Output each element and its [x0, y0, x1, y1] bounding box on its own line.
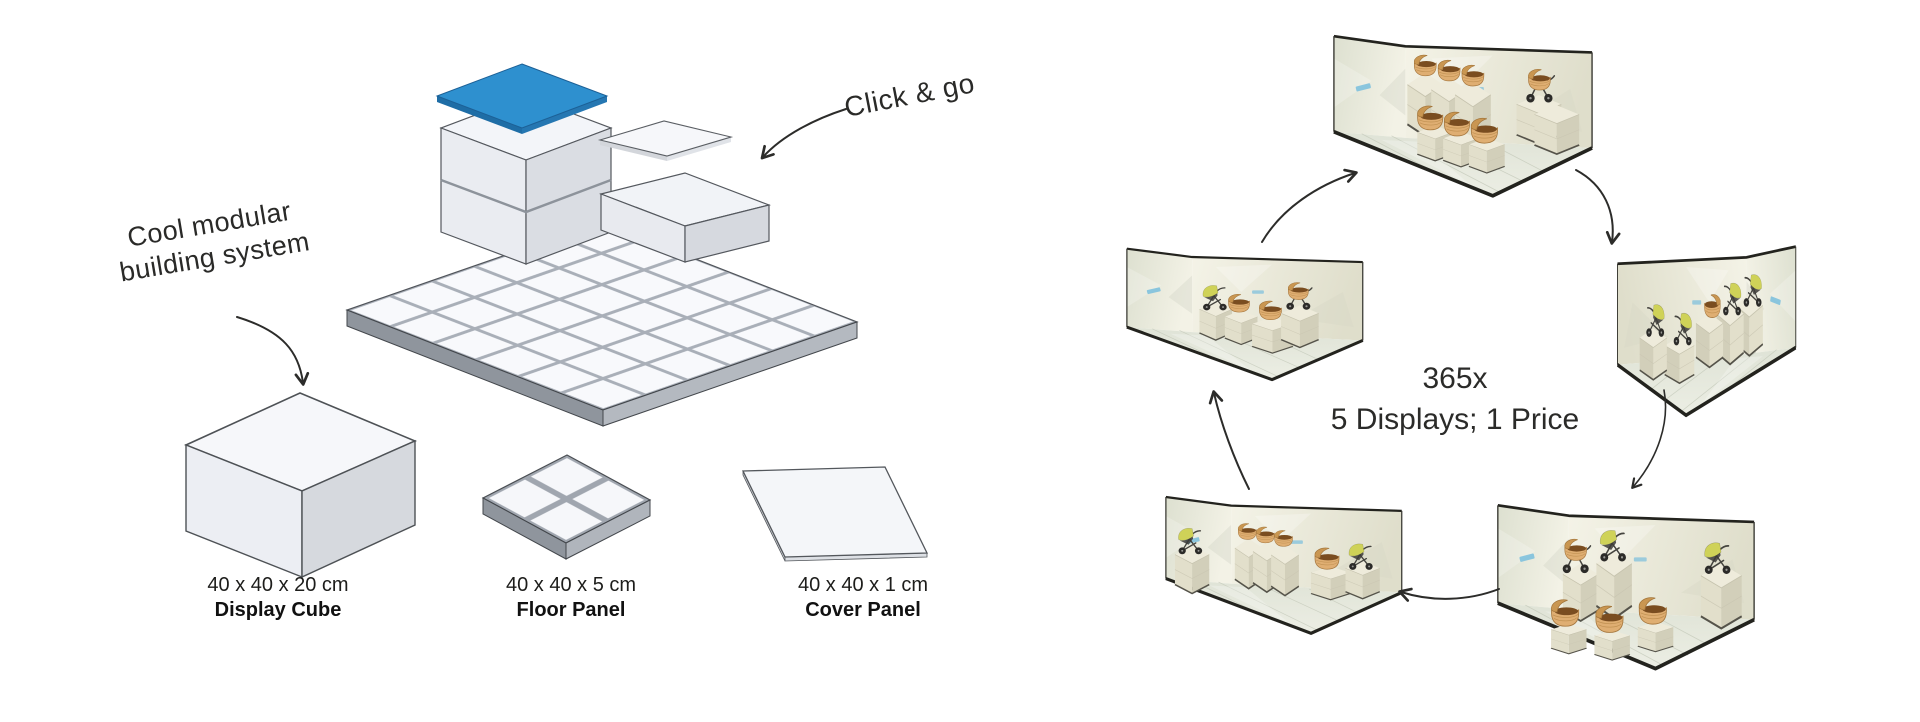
display-photo-top [1332, 34, 1594, 198]
display-cube-dimensions: 40 x 40 x 20 cm [207, 574, 349, 596]
modular-system-illustration [345, 63, 859, 427]
cover-panel-illustration [741, 466, 929, 562]
cycle-count-text: 365x [1422, 362, 1488, 395]
display-cube-name: Display Cube [214, 599, 342, 621]
label-display-cube: 40 x 40 x 20 cm Display Cube [158, 574, 398, 622]
display-photo-right [1615, 244, 1798, 418]
label-floor-panel: 40 x 40 x 5 cm Floor Panel [451, 574, 691, 622]
blue-cover-panel [435, 63, 609, 134]
display-photo-bottom-right [1495, 503, 1756, 671]
cover-panel-name: Cover Panel [805, 599, 921, 621]
floor-panel-illustration [481, 454, 652, 560]
floor-panel-name: Floor Panel [516, 599, 626, 621]
cycle-offer-text: 5 Displays; 1 Price [1330, 403, 1580, 436]
display-cube-illustration [183, 392, 418, 579]
floor-panel-grid [345, 221, 859, 427]
single-display-cube [599, 172, 771, 263]
floor-panel-dimensions: 40 x 40 x 5 cm [505, 574, 637, 596]
cycle-arrow-bottomright-to-bottomleft-icon [1398, 587, 1500, 602]
floating-cover-panel [597, 120, 734, 161]
display-photo-bottom-left [1164, 495, 1404, 635]
arrow-headline-to-cube-icon [236, 316, 310, 386]
label-cover-panel: 40 x 40 x 1 cm Cover Panel [743, 574, 983, 622]
cycle-arrow-bottomleft-to-left-icon [1208, 390, 1250, 490]
cover-panel-dimensions: 40 x 40 x 1 cm [797, 574, 929, 596]
cycle-center-text: 365x 5 Displays; 1 Price [1300, 362, 1610, 436]
